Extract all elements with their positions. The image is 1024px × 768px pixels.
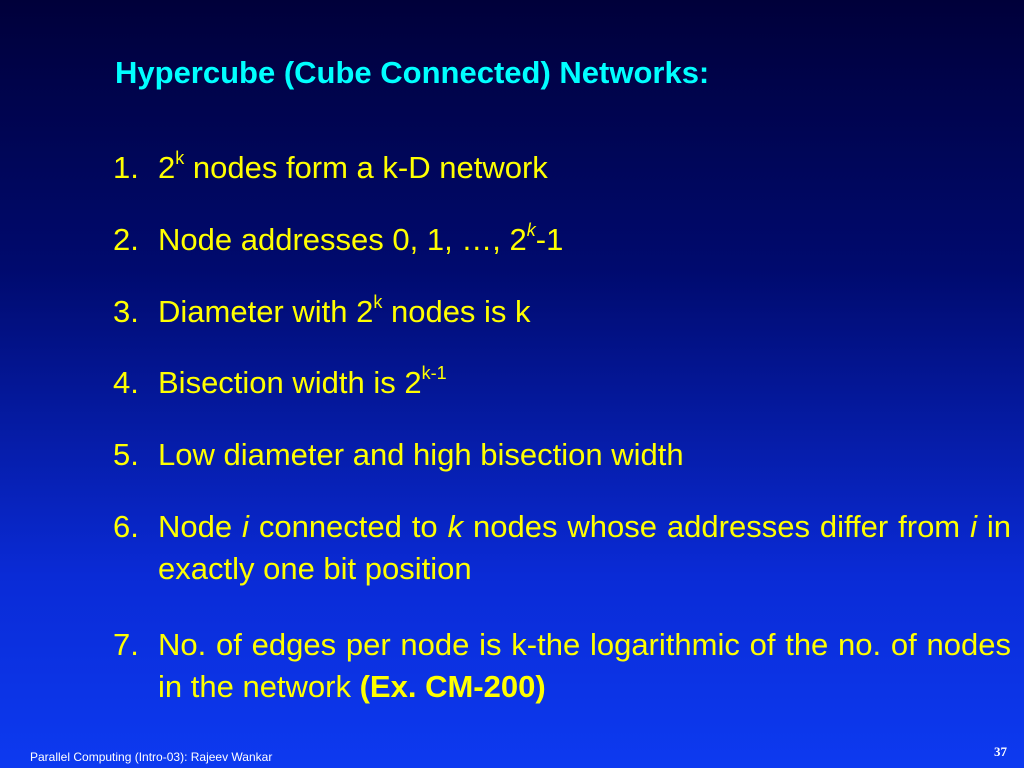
slide-title: Hypercube (Cube Connected) Networks: — [115, 55, 710, 90]
item-number: 3. — [113, 294, 139, 329]
item-text: Node addresses 0, 1, …, 2k-1 — [158, 220, 564, 257]
superscript: k — [373, 292, 383, 312]
item-text: Low diameter and high bisection width — [158, 437, 684, 472]
item-number: 6. — [113, 509, 139, 544]
item-number: 1. — [113, 150, 139, 185]
item-number: 7. — [113, 627, 139, 662]
list-item: 3. Diameter with 2k nodes is k — [113, 291, 1011, 333]
superscript: k — [175, 148, 185, 168]
item-text: 2k nodes form a k-D network — [158, 148, 548, 185]
list-item: 2. Node addresses 0, 1, …, 2k-1 — [113, 219, 1011, 261]
page-number: 37 — [994, 744, 1007, 759]
item-number: 2. — [113, 222, 139, 257]
list-item: 1. 2k nodes form a k-D network — [113, 147, 1011, 189]
footer-text: Parallel Computing (Intro-03): Rajeev Wa… — [30, 750, 273, 764]
item-number: 5. — [113, 437, 139, 472]
list-item: 5. Low diameter and high bisection width — [113, 434, 1011, 476]
list-item: 4. Bisection width is 2k-1 — [113, 362, 1011, 404]
superscript: k-1 — [421, 363, 447, 383]
list-item: 6. Node i connected to k nodes whose add… — [113, 506, 1011, 590]
item-text: Node i connected to k nodes whose addres… — [158, 509, 1011, 586]
item-text: Bisection width is 2k-1 — [158, 363, 447, 400]
item-text: No. of edges per node is k-the logarithm… — [158, 627, 1011, 704]
example-label: (Ex. CM-200) — [359, 669, 546, 704]
item-text: Diameter with 2k nodes is k — [158, 292, 531, 329]
item-number: 4. — [113, 365, 139, 400]
list-item: 7. No. of edges per node is k-the logari… — [113, 624, 1011, 708]
superscript: k — [526, 220, 536, 240]
